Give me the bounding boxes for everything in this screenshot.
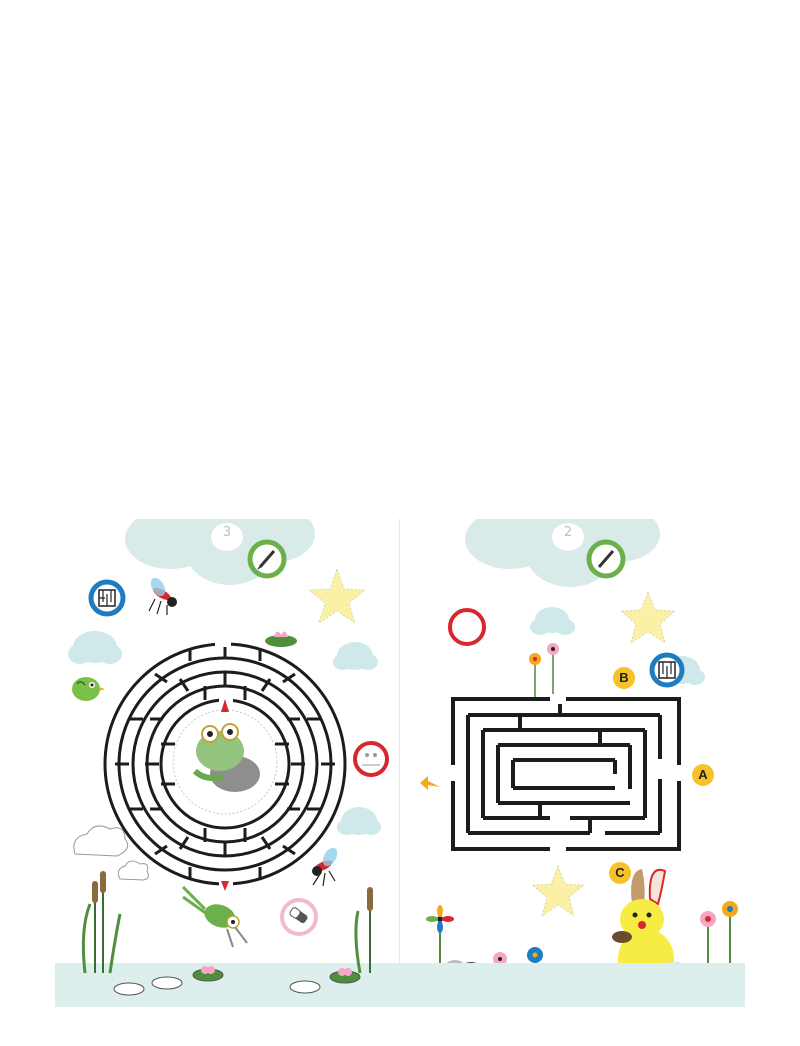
pencil-icon xyxy=(586,539,626,579)
grass-strip xyxy=(400,963,745,1007)
rectangular-maze xyxy=(451,697,681,851)
cloud-left xyxy=(68,631,122,664)
water-lily-icon xyxy=(265,631,297,647)
maze-label-b: B xyxy=(613,667,635,689)
maze-openings xyxy=(448,694,684,854)
maze-label-c: C xyxy=(609,862,631,884)
star-shape xyxy=(308,567,366,624)
jumping-frog-icon xyxy=(181,885,248,948)
star-shape xyxy=(620,591,676,644)
mosquito-icon xyxy=(148,577,177,615)
exit-arrow xyxy=(420,776,440,790)
flowers-bottom-right xyxy=(700,901,738,963)
timer-circle xyxy=(353,741,389,777)
maze-icon xyxy=(88,579,126,617)
book-spread: 3 xyxy=(55,519,745,1007)
lily-flowers xyxy=(201,966,352,976)
cattails-left xyxy=(81,871,122,974)
flowers-top xyxy=(529,643,559,697)
start-arrow xyxy=(221,699,229,712)
maze-icon xyxy=(649,652,685,688)
maze-label-a: A xyxy=(692,764,714,786)
outline-clouds xyxy=(73,825,149,881)
timer-circle xyxy=(448,608,486,646)
eraser-icon xyxy=(280,898,318,936)
bird-icon xyxy=(72,677,105,701)
mosquito-bottom-icon xyxy=(312,847,338,887)
left-page-art xyxy=(55,519,399,1007)
frog-icon xyxy=(172,709,278,815)
right-page: 2 B A C xyxy=(400,519,745,1007)
exit-arrow xyxy=(221,881,229,891)
pencil-icon xyxy=(247,539,287,579)
cloud-right xyxy=(333,642,381,835)
star-shape-bottom xyxy=(531,865,585,917)
left-page: 3 xyxy=(55,519,399,1007)
page-number: 2 xyxy=(563,525,573,540)
lily-pads xyxy=(113,968,361,996)
page-gutter xyxy=(399,519,400,1007)
right-page-art xyxy=(400,519,745,1007)
cattails-right xyxy=(354,887,373,974)
page-number: 3 xyxy=(222,525,232,540)
